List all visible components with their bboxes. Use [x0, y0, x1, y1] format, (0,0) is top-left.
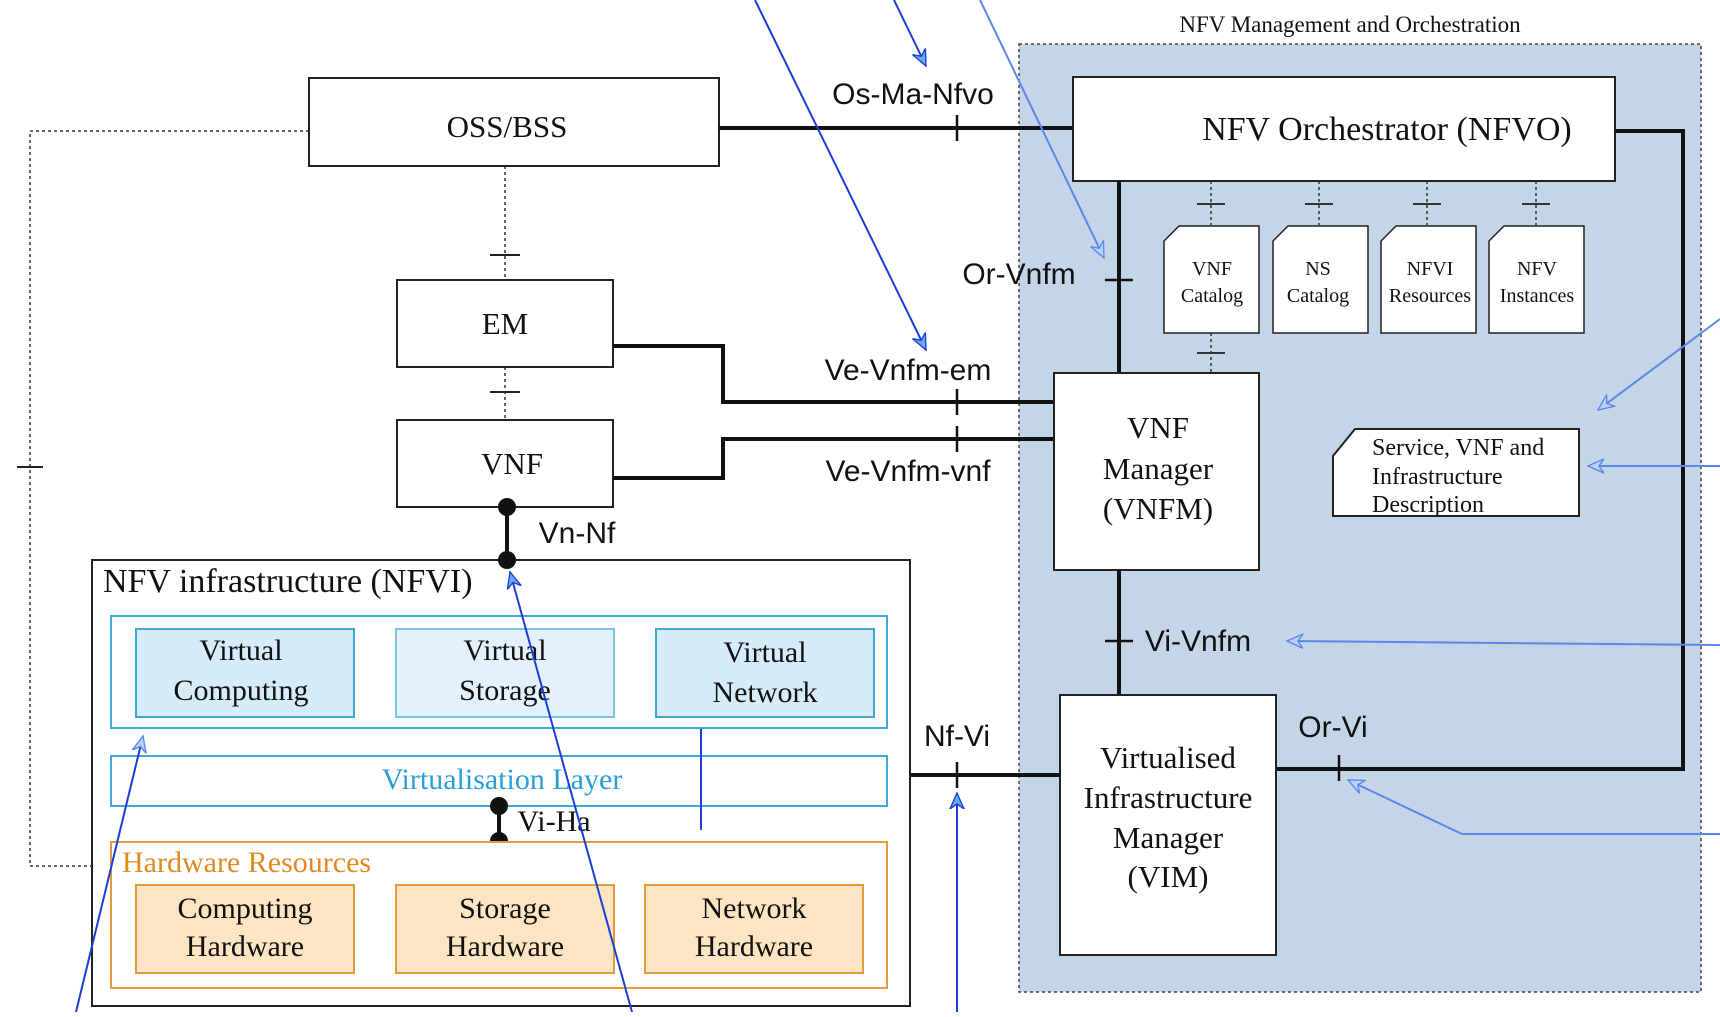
svg-text:Infrastructure: Infrastructure [1372, 464, 1503, 490]
vnfm-label-2: Manager [1103, 451, 1214, 486]
service-description-box: Service, VNF and Infrastructure Descript… [1332, 428, 1580, 518]
vi-ha-dot-top [490, 797, 508, 815]
virtual-storage-box: Virtual Storage [395, 628, 615, 718]
vnfm-box [1053, 372, 1260, 571]
virtual-network-box: Virtual Network [655, 628, 875, 718]
svg-text:NFVI: NFVI [1407, 258, 1454, 280]
em-box [396, 279, 614, 368]
arrow-description-upper [1598, 318, 1720, 410]
ve-vnfm-em-label: Ve-Vnfm-em [825, 354, 992, 387]
svg-text:Hardware: Hardware [695, 930, 813, 963]
svg-text:Network: Network [713, 676, 818, 709]
os-ma-nfvo-label: Os-Ma-Nfvo [832, 78, 994, 111]
arrow-os-ma-nfvo [893, 0, 927, 66]
mano-title: NFV Management and Orchestration [1179, 12, 1521, 37]
svg-text:NS: NS [1305, 258, 1331, 280]
catalog-links [1197, 181, 1550, 373]
svg-text:Network: Network [702, 892, 807, 925]
vnfm-label-3: (VNFM) [1103, 491, 1213, 526]
nfvo-label: NFV Orchestrator (NFVO) [1202, 111, 1572, 148]
em-label: EM [482, 306, 529, 341]
svg-text:Description: Description [1372, 492, 1484, 518]
or-vnfm-label: Or-Vnfm [962, 258, 1075, 291]
vnf-label: VNF [481, 446, 543, 481]
svg-text:Hardware: Hardware [446, 930, 564, 963]
catalog-nfvi-resources: NFVI Resources [1380, 225, 1477, 334]
arrow-virtual-computing [75, 736, 143, 1013]
arrow-vn-nf [510, 572, 633, 1013]
hardware-resources-title: Hardware Resources [122, 846, 371, 879]
oss-nfvi-dotted-link [29, 130, 309, 867]
vim-label-1: Virtualised [1100, 740, 1236, 775]
svg-text:Instances: Instances [1500, 285, 1575, 307]
arrow-or-vi [1348, 779, 1720, 835]
network-hardware-box: Network Hardware [644, 884, 864, 974]
vn-nf-dot-top [498, 498, 516, 516]
nfvi-title: NFV infrastructure (NFVI) [103, 563, 473, 600]
svg-text:Storage: Storage [459, 892, 551, 925]
arrow-or-vnfm [979, 0, 1105, 258]
svg-text:Storage: Storage [459, 674, 551, 707]
catalog-vnf: VNF Catalog [1163, 225, 1260, 334]
svg-text:Computing: Computing [173, 674, 308, 707]
ve-vnfm-em-link [613, 344, 1054, 404]
ve-vnfm-vnf-label: Ve-Vnfm-vnf [825, 455, 991, 488]
svg-text:Hardware: Hardware [186, 930, 304, 963]
storage-hardware-box: Storage Hardware [395, 884, 615, 974]
or-vi-link [1276, 129, 1685, 771]
ve-vnfm-vnf-link [613, 437, 1054, 480]
svg-text:Virtual: Virtual [723, 636, 806, 669]
vnfm-label-1: VNF [1127, 410, 1189, 445]
arrow-ve-vnfm-em [754, 0, 927, 350]
svg-text:Virtual: Virtual [199, 634, 282, 667]
svg-text:Catalog: Catalog [1181, 285, 1243, 307]
annotation-arrows [75, 0, 1720, 1013]
svg-text:Catalog: Catalog [1287, 285, 1349, 307]
vim-label-3: Manager [1113, 820, 1224, 855]
oss-bss-label: OSS/BSS [447, 109, 568, 144]
vn-nf-label: Vn-Nf [539, 517, 616, 550]
virtual-computing-box: Virtual Computing [135, 628, 355, 718]
vn-nf-dot-bottom [498, 551, 516, 569]
svg-text:VNF: VNF [1192, 258, 1232, 280]
svg-text:NFV: NFV [1517, 258, 1558, 280]
vim-label-4: (VIM) [1128, 859, 1209, 894]
arrow-vi-vnfm [1287, 641, 1720, 645]
vi-vnfm-label: Vi-Vnfm [1145, 625, 1251, 658]
computing-hardware-box: Computing Hardware [135, 884, 355, 974]
nfvo-box [1072, 76, 1616, 182]
vim-label-2: Infrastructure [1084, 780, 1253, 815]
nf-vi-label: Nf-Vi [924, 720, 990, 753]
catalog-ns: NS Catalog [1272, 225, 1369, 334]
or-vi-label: Or-Vi [1298, 711, 1367, 744]
svg-text:Resources: Resources [1389, 285, 1471, 307]
catalog-nfv-instances: NFV Instances [1488, 225, 1585, 334]
vim-box [1059, 694, 1277, 956]
svg-text:Service, VNF and: Service, VNF and [1372, 435, 1544, 461]
oss-bss-box [308, 77, 720, 167]
svg-text:Computing: Computing [177, 892, 312, 925]
virtualisation-layer-label: Virtualisation Layer [382, 763, 623, 796]
